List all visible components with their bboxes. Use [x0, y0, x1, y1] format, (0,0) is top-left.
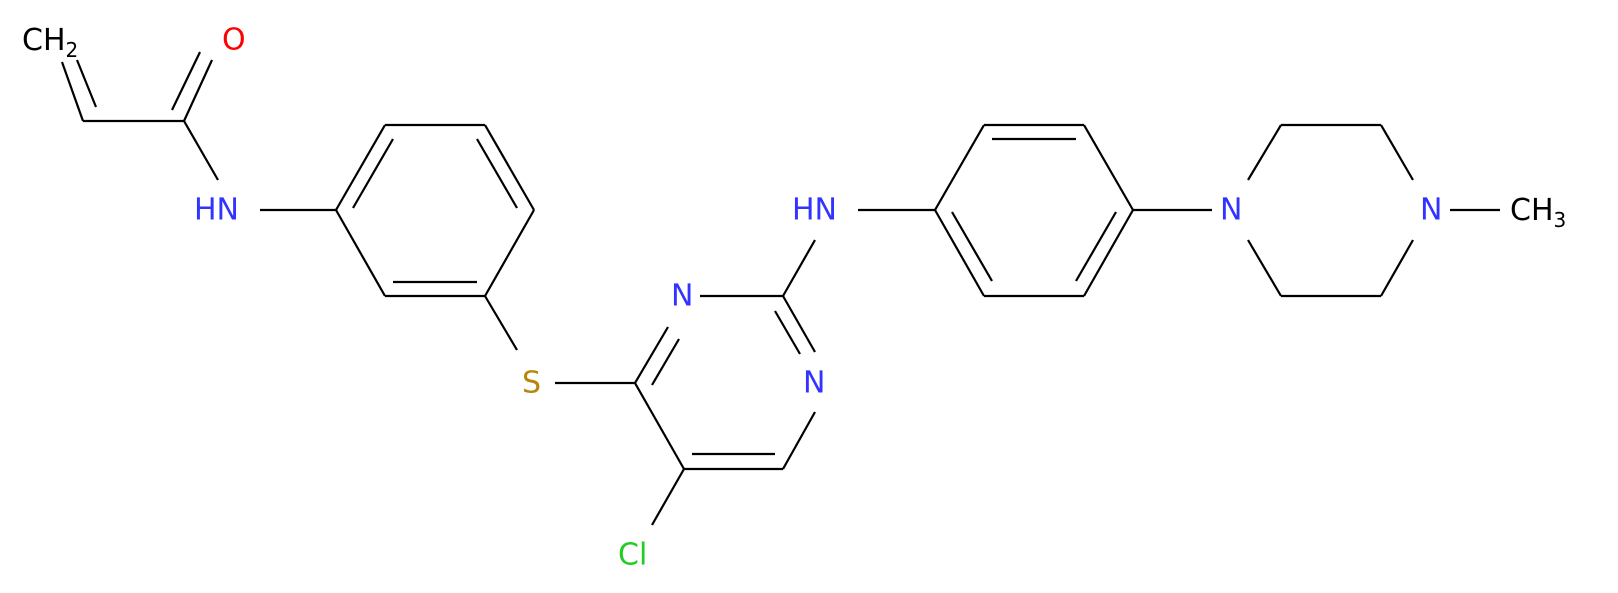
atom-ch3: CH3	[1510, 193, 1566, 233]
bond	[634, 382, 685, 470]
atom-piperazine-n1: N	[1220, 193, 1242, 228]
bond	[183, 59, 213, 122]
atom-chlorine: Cl	[618, 538, 647, 573]
bond	[1380, 124, 1414, 181]
atom-labels: CH2 O HN S N N HN Cl N N CH3	[22, 23, 1566, 573]
bond	[774, 310, 801, 355]
bond	[1083, 209, 1134, 297]
bond	[60, 61, 85, 122]
bond	[75, 59, 98, 108]
bond	[1380, 239, 1414, 297]
bond	[951, 211, 993, 282]
bond	[1075, 211, 1117, 282]
bond	[1083, 124, 1134, 211]
atom-amide-nh: HN	[194, 193, 239, 228]
bond	[934, 124, 985, 211]
bond	[183, 120, 219, 181]
bond	[651, 468, 685, 526]
atom-amine-nh: HN	[792, 193, 837, 228]
bond	[782, 295, 816, 353]
bond	[782, 411, 816, 470]
bond	[476, 138, 518, 209]
bond	[1247, 239, 1282, 297]
bond	[634, 326, 669, 384]
bond	[934, 209, 985, 297]
bond	[782, 239, 816, 297]
bonds	[60, 51, 1500, 526]
bond	[484, 295, 518, 351]
bond	[352, 138, 394, 209]
atom-pyrimidine-n-top: N	[671, 279, 693, 314]
atom-sulfur: S	[522, 366, 541, 401]
bond	[335, 124, 386, 211]
bond	[1247, 124, 1282, 181]
bond	[651, 338, 680, 386]
atom-oxygen: O	[222, 23, 246, 58]
bond	[484, 209, 535, 297]
atom-ch2: CH2	[22, 23, 78, 63]
atom-piperazine-n2: N	[1420, 193, 1442, 228]
bond	[171, 51, 201, 111]
atom-pyrimidine-n-right: N	[803, 366, 825, 401]
bond	[335, 209, 386, 297]
bond	[484, 124, 535, 211]
